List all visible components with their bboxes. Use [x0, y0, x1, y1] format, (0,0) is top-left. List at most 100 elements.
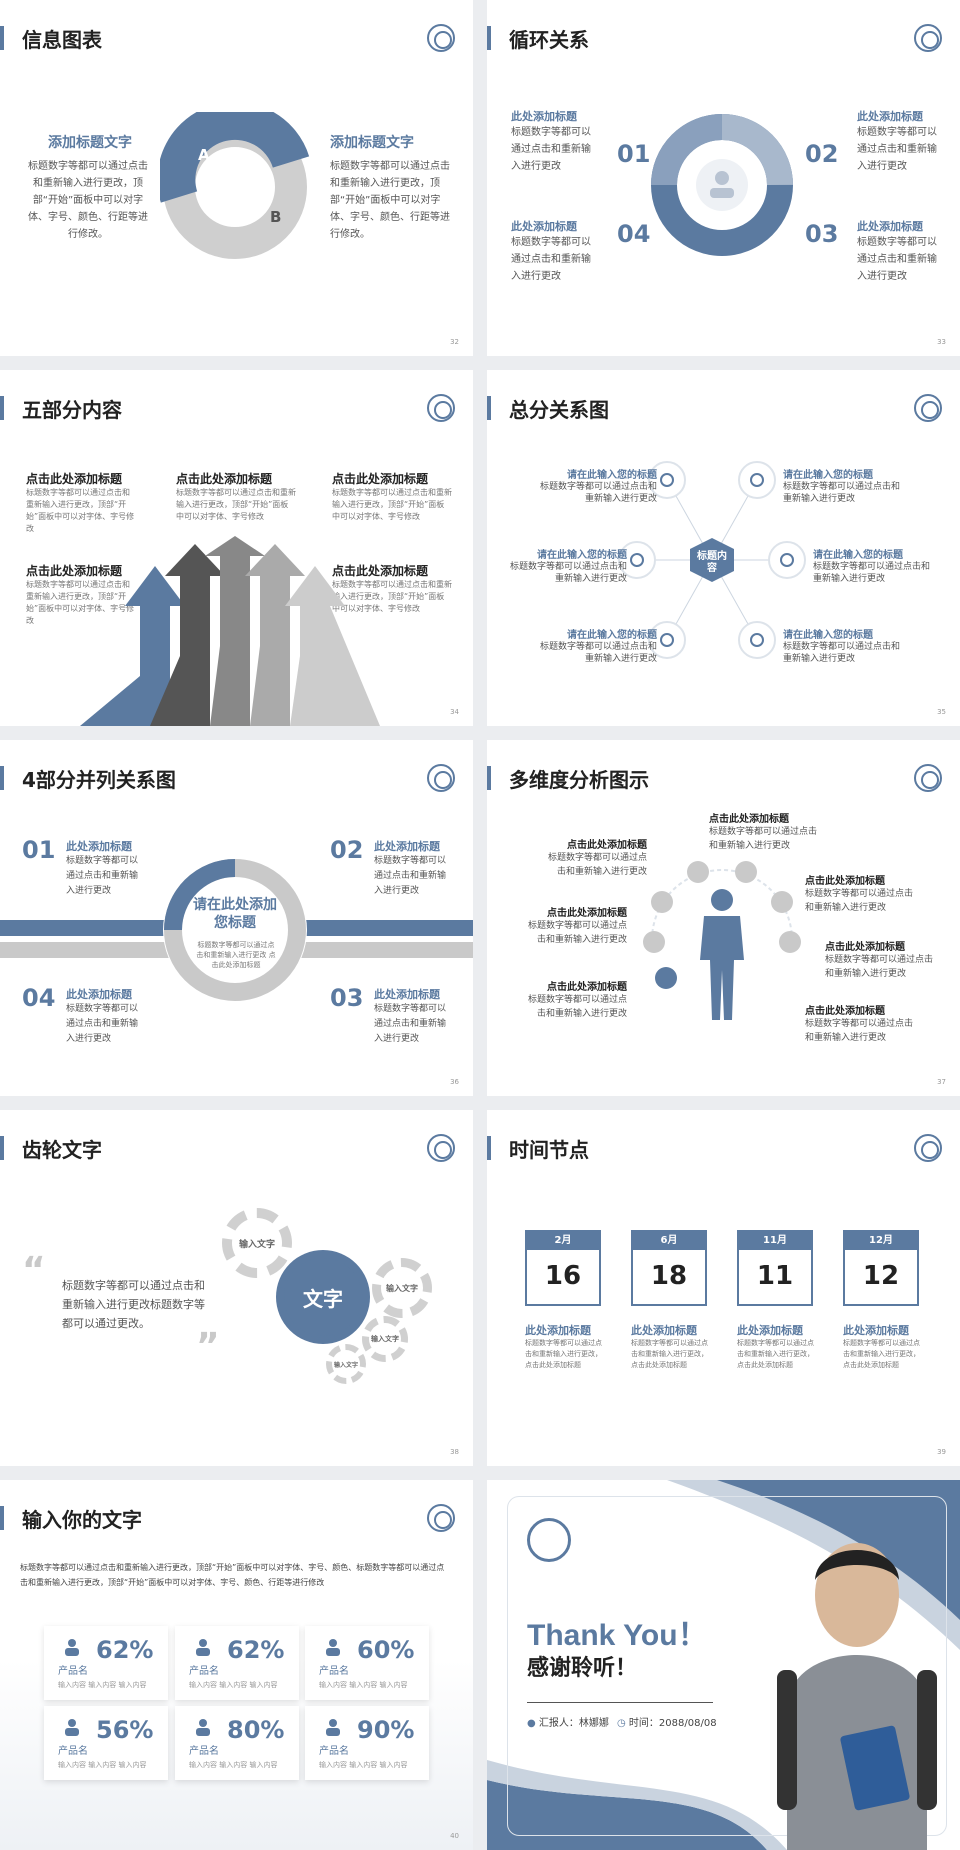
logo-icon [427, 1504, 455, 1532]
icon-diamond [651, 891, 673, 913]
num-03: 03 [805, 220, 839, 248]
item-2: 此处添加标题标题数字等都可以通过点击和重新输入进行更改，点击此处添加标题 [631, 1322, 711, 1371]
page-number: 40 [450, 1832, 459, 1840]
item-body: 标题数字等都可以通过点击和重新输入进行更改 [825, 955, 934, 979]
item-3: 此处添加标题 标题数字等都可以通过点击和重新输入进行更改 [857, 218, 937, 285]
icon-lock [735, 861, 757, 883]
user-icon [325, 1718, 341, 1736]
donut-a [160, 112, 310, 203]
stat-card-4: 56% 产品名输入内容 输入内容 输入内容 [44, 1706, 168, 1780]
title-bar [0, 1136, 4, 1160]
slide-38: 齿轮文字 “ 标题数字等都可以通过点击和重新输入进行更改标题数字等都可以通过更改… [0, 1110, 473, 1466]
stat-input: 输入内容 输入内容 输入内容 [189, 1681, 278, 1689]
num-01: 01 [617, 140, 651, 168]
stat-name: 产品名 [189, 1746, 219, 1757]
item-top: 点击此处添加标题标题数字等都可以通过点击和重新输入进行更改 [709, 810, 819, 853]
page-number: 34 [450, 708, 459, 716]
num-02: 02 [805, 140, 839, 168]
intro-text: 标题数字等都可以通过点击和重新输入进行更改，顶部“开始”面板中可以对字体、字号、… [20, 1563, 445, 1587]
item-body: 标题数字等都可以通过点击和重新输入进行更改 [805, 1019, 914, 1043]
item-title: 此处添加标题 [66, 840, 132, 853]
logo-icon [914, 394, 942, 422]
logo-icon [914, 764, 942, 792]
item-l3: 点击此处添加标题标题数字等都可以通过点击和重新输入进行更改 [527, 978, 627, 1021]
item-body: 标题数字等都可以通过点击和重新输入进行更改，点击此处添加标题 [525, 1339, 602, 1369]
item-body: 标题数字等都可以通过点击和重新输入进行更改，顶部“开始”面板中可以对字体、字号修… [332, 488, 452, 521]
item-title: 点击此处添加标题 [825, 942, 905, 953]
quote-text: 标题数字等都可以通过点击和重新输入进行更改标题数字等都可以通过更改。 [62, 1279, 205, 1330]
num-03: 03 [330, 984, 364, 1012]
item-title: 请在此输入您的标题 [783, 630, 873, 641]
item-6: 请在此输入您的标题标题数字等都可以通过点击和重新输入进行更改 [783, 626, 903, 665]
right-title: 添加标题文字 [330, 135, 414, 151]
left-body: 标题数字等都可以通过点击和重新输入进行更改，顶部“开始”面板中可以对字体、字号、… [28, 161, 148, 240]
icon-globe [779, 931, 801, 953]
item-body: 标题数字等都可以通过点击和重新输入进行更改 [539, 482, 657, 504]
item-body: 标题数字等都可以通过点击和重新输入进行更改 [813, 562, 931, 584]
gear-small-2: 输入文字 [372, 1258, 432, 1318]
center-ring [163, 858, 307, 1002]
item-1: 此处添加标题 标题数字等都可以通过点击和重新输入进行更改 [511, 108, 591, 175]
slide-37: 多维度分析图示 点击此处添加标题标题数字等都可以通过点击和重新输入进行更改 点击… [487, 740, 960, 1096]
calendar-month: 6月 [633, 1232, 705, 1250]
item-r2: 点击此处添加标题标题数字等都可以通过点击和重新输入进行更改 [825, 938, 935, 981]
item-title: 点击此处添加标题 [26, 564, 123, 578]
stat-card-1: 62%产品名输入内容 输入内容 输入内容 [44, 1626, 168, 1700]
item-title: 点击此处添加标题 [709, 814, 789, 825]
item-title: 点击此处添加标题 [567, 840, 647, 851]
page-number: 38 [450, 1448, 459, 1456]
stat-card-2: 62%产品名输入内容 输入内容 输入内容 [175, 1626, 299, 1700]
slide-title: 多维度分析图示 [509, 768, 649, 792]
quote-close-icon: ” [196, 1326, 220, 1367]
item-body: 标题数字等都可以通过点击和重新输入进行更改 [805, 889, 914, 913]
cycle-ring [651, 114, 793, 256]
page-number: 39 [937, 1448, 946, 1456]
user-icon [64, 1638, 80, 1656]
gear-small-1: 输入文字 [222, 1208, 292, 1278]
item-title: 请在此输入您的标题 [537, 550, 627, 561]
item-1: 点击此处添加标题标题数字等都可以通过点击和重新输入进行更改，顶部“开始”面板中可… [26, 470, 136, 535]
item-4: 点击此处添加标题标题数字等都可以通过点击和重新输入进行更改，顶部“开始”面板中可… [26, 562, 136, 627]
stat-percent: 90% [357, 1716, 415, 1744]
item-title: 请在此输入您的标题 [783, 470, 873, 481]
item-1: 请在此输入您的标题标题数字等都可以通过点击和重新输入进行更改 [537, 466, 657, 505]
item-title: 请在此输入您的标题 [567, 470, 657, 481]
item-5: 请在此输入您的标题标题数字等都可以通过点击和重新输入进行更改 [537, 626, 657, 665]
item-title: 点击此处添加标题 [805, 1006, 885, 1017]
item-body: 标题数字等都可以通过点击和重新输入进行更改，顶部“开始”面板中可以对字体、字号修… [26, 580, 135, 625]
slide-title: 信息图表 [22, 28, 102, 52]
slide-41: Thank You！ 感谢聆听！ ● 汇报人：林娜娜 ◷ 时间：2088/08/… [487, 1480, 960, 1850]
title-bar [487, 1136, 491, 1160]
slide-title: 4部分并列关系图 [22, 768, 176, 792]
slide-40: 输入你的文字 标题数字等都可以通过点击和重新输入进行更改，顶部“开始”面板中可以… [0, 1480, 473, 1850]
item-body: 标题数字等都可以通过点击和重新输入进行更改 [66, 1004, 139, 1044]
item-4: 请在此输入您的标题标题数字等都可以通过点击和重新输入进行更改 [813, 546, 933, 585]
donut-chart: A B [160, 112, 310, 259]
stat-name: 产品名 [58, 1746, 88, 1757]
item-title: 此处添加标题 [843, 1324, 909, 1337]
item-title: 点击此处添加标题 [332, 472, 429, 486]
stat-percent: 62% [96, 1636, 154, 1664]
item-title: 点击此处添加标题 [547, 982, 627, 993]
stat-input: 输入内容 输入内容 输入内容 [58, 1761, 147, 1769]
item-l1: 点击此处添加标题标题数字等都可以通过点击和重新输入进行更改 [547, 836, 647, 879]
stat-input: 输入内容 输入内容 输入内容 [58, 1681, 147, 1689]
stat-percent: 56% [96, 1716, 154, 1744]
num-04: 04 [617, 220, 651, 248]
icon-heart [643, 931, 665, 953]
item-body: 标题数字等都可以通过点击和重新输入进行更改 [857, 237, 937, 282]
slide-34: 五部分内容 点击此处添加标题标题数字等都可以通过点击和重新输入进行更改，顶部“开… [0, 370, 473, 726]
item-body: 标题数字等都可以通过点击和重新输入进行更改，顶部“开始”面板中可以对字体、字号修… [26, 488, 135, 533]
item-body: 标题数字等都可以通过点击和重新输入进行更改 [66, 856, 139, 896]
calendar-month: 12月 [845, 1232, 917, 1250]
num-04: 04 [22, 984, 56, 1012]
item-l2: 点击此处添加标题标题数字等都可以通过点击和重新输入进行更改 [527, 904, 627, 947]
title-bar [0, 396, 4, 420]
date: ◷ 时间：2088/08/08 [617, 1714, 717, 1729]
item-2: 此处添加标题 标题数字等都可以通过点击和重新输入进行更改 [857, 108, 937, 175]
item-2: 此处添加标题标题数字等都可以通过点击和重新输入进行更改 [374, 838, 454, 899]
item-title: 此处添加标题 [66, 988, 132, 1001]
